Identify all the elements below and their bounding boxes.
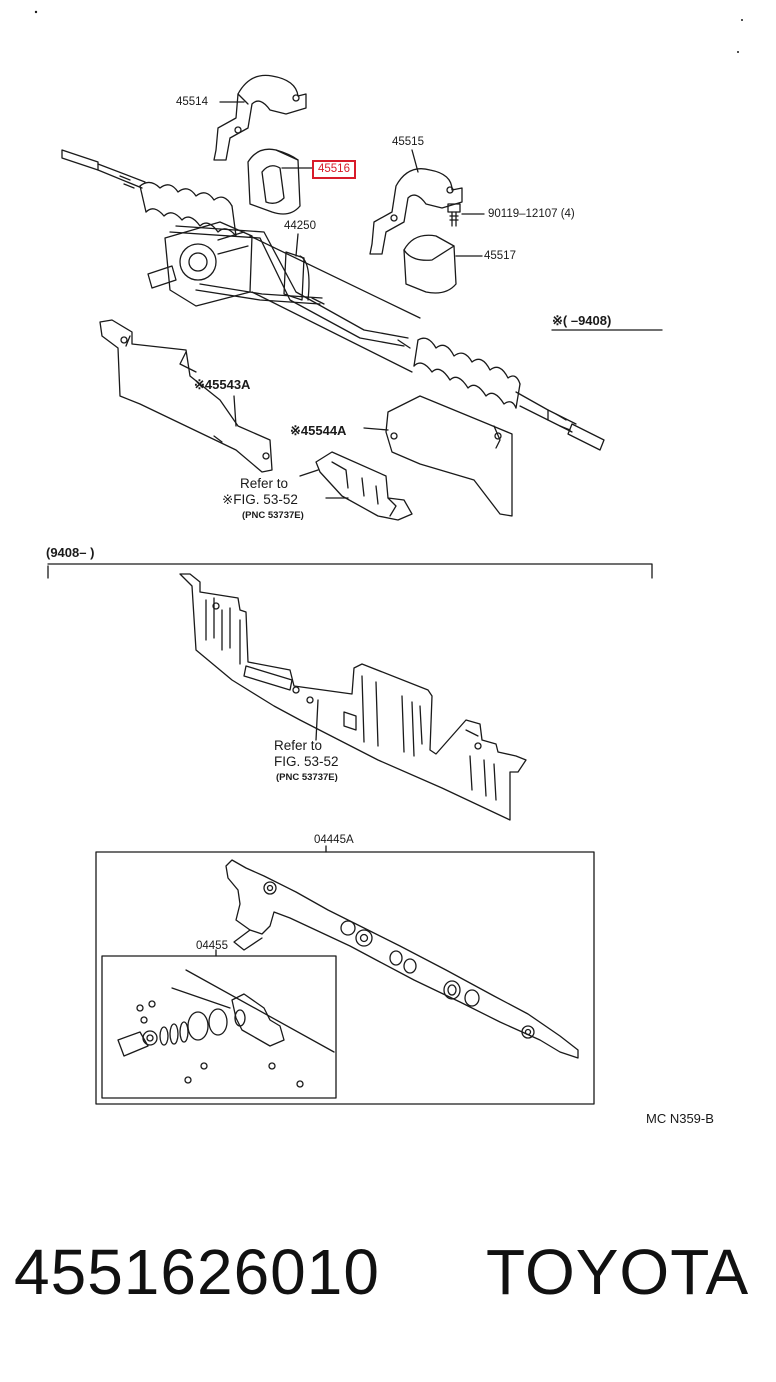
label-from-9408: (9408– ): [46, 545, 95, 560]
label-until-9408: ※( –9408): [552, 313, 612, 328]
kit-box-04445a: [95, 845, 595, 1105]
label-fig-53-52-1[interactable]: ※FIG. 53-52: [222, 492, 298, 507]
speck-marks: [34, 10, 743, 53]
brand-name: TOYOTA: [486, 1236, 750, 1308]
label-45517: 45517: [484, 250, 516, 262]
part-number: 4551626010: [14, 1236, 380, 1308]
steering-rack-assembly: [61, 149, 605, 451]
label-44250: 44250: [284, 220, 316, 232]
label-45515: 45515: [392, 136, 424, 148]
label-45516-highlighted[interactable]: 45516: [312, 160, 356, 179]
label-refer-to-1: Refer to: [240, 476, 289, 491]
bracket-45514: [213, 74, 307, 161]
bushing-45516: [247, 148, 301, 215]
label-45544a: ※45544A: [290, 423, 347, 438]
diagram-code: MC N359-B: [646, 1111, 714, 1126]
seal-parts-04455: [117, 969, 335, 1088]
bracket-45515: [369, 168, 463, 255]
label-pnc-53737e-1: (PNC 53737E): [242, 510, 304, 521]
bolt-90119: [447, 203, 461, 227]
bushing-45517: [403, 234, 457, 294]
label-90119-12107: 90119–12107 (4): [488, 208, 575, 220]
rack-outline-04445a: [225, 859, 579, 1059]
cover-45543a: [99, 319, 273, 473]
kit-box-04455: [101, 949, 337, 1099]
label-45514: 45514: [176, 96, 208, 108]
separator-bar: [47, 563, 653, 579]
label-fig-53-52-2[interactable]: FIG. 53-52: [274, 754, 339, 769]
label-refer-to-2: Refer to: [274, 738, 323, 753]
label-04455: 04455: [196, 940, 228, 952]
protector-plate: [179, 573, 527, 821]
label-pnc-53737e-2: (PNC 53737E): [276, 772, 338, 783]
small-bracket-ref: [299, 451, 413, 521]
cover-45544a: [363, 395, 513, 517]
label-45543a: ※45543A: [194, 377, 251, 392]
label-04445a: 04445A: [314, 834, 354, 846]
leader-lines-top: [219, 101, 485, 257]
